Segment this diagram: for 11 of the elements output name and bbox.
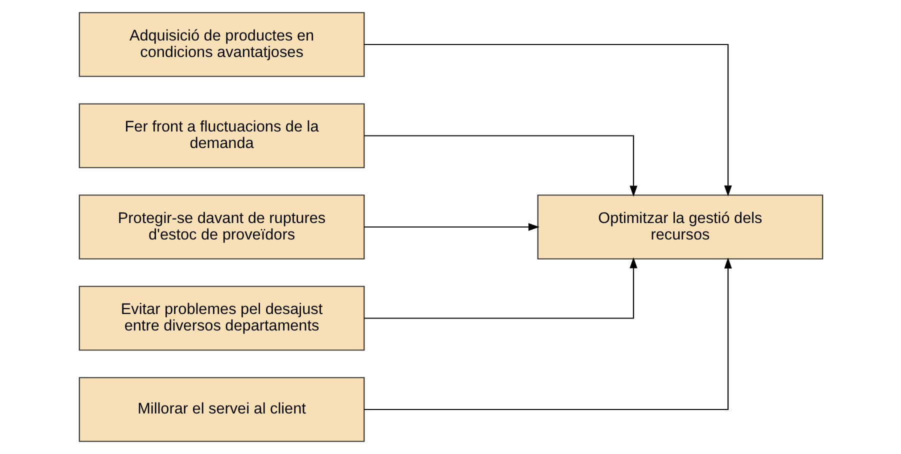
node-box: Optimitzar la gestió dels recursos <box>536 194 823 260</box>
arrow <box>364 257 637 319</box>
arrow <box>364 223 539 231</box>
node-box: Adquisició de productes en condicions avantatjoses <box>78 12 364 77</box>
node-box: Fer front a fluctuacions de la demanda <box>78 103 364 168</box>
node-box: Evitar problemes pel desajust entre diversos departaments <box>78 286 364 351</box>
arrow <box>364 44 732 196</box>
arrow <box>364 135 637 197</box>
node-box: Millorar el servei al client <box>78 377 364 442</box>
node-box: Protegir-se davant de ruptures d'estoc de proveïdors <box>78 194 364 260</box>
arrow <box>364 258 732 410</box>
